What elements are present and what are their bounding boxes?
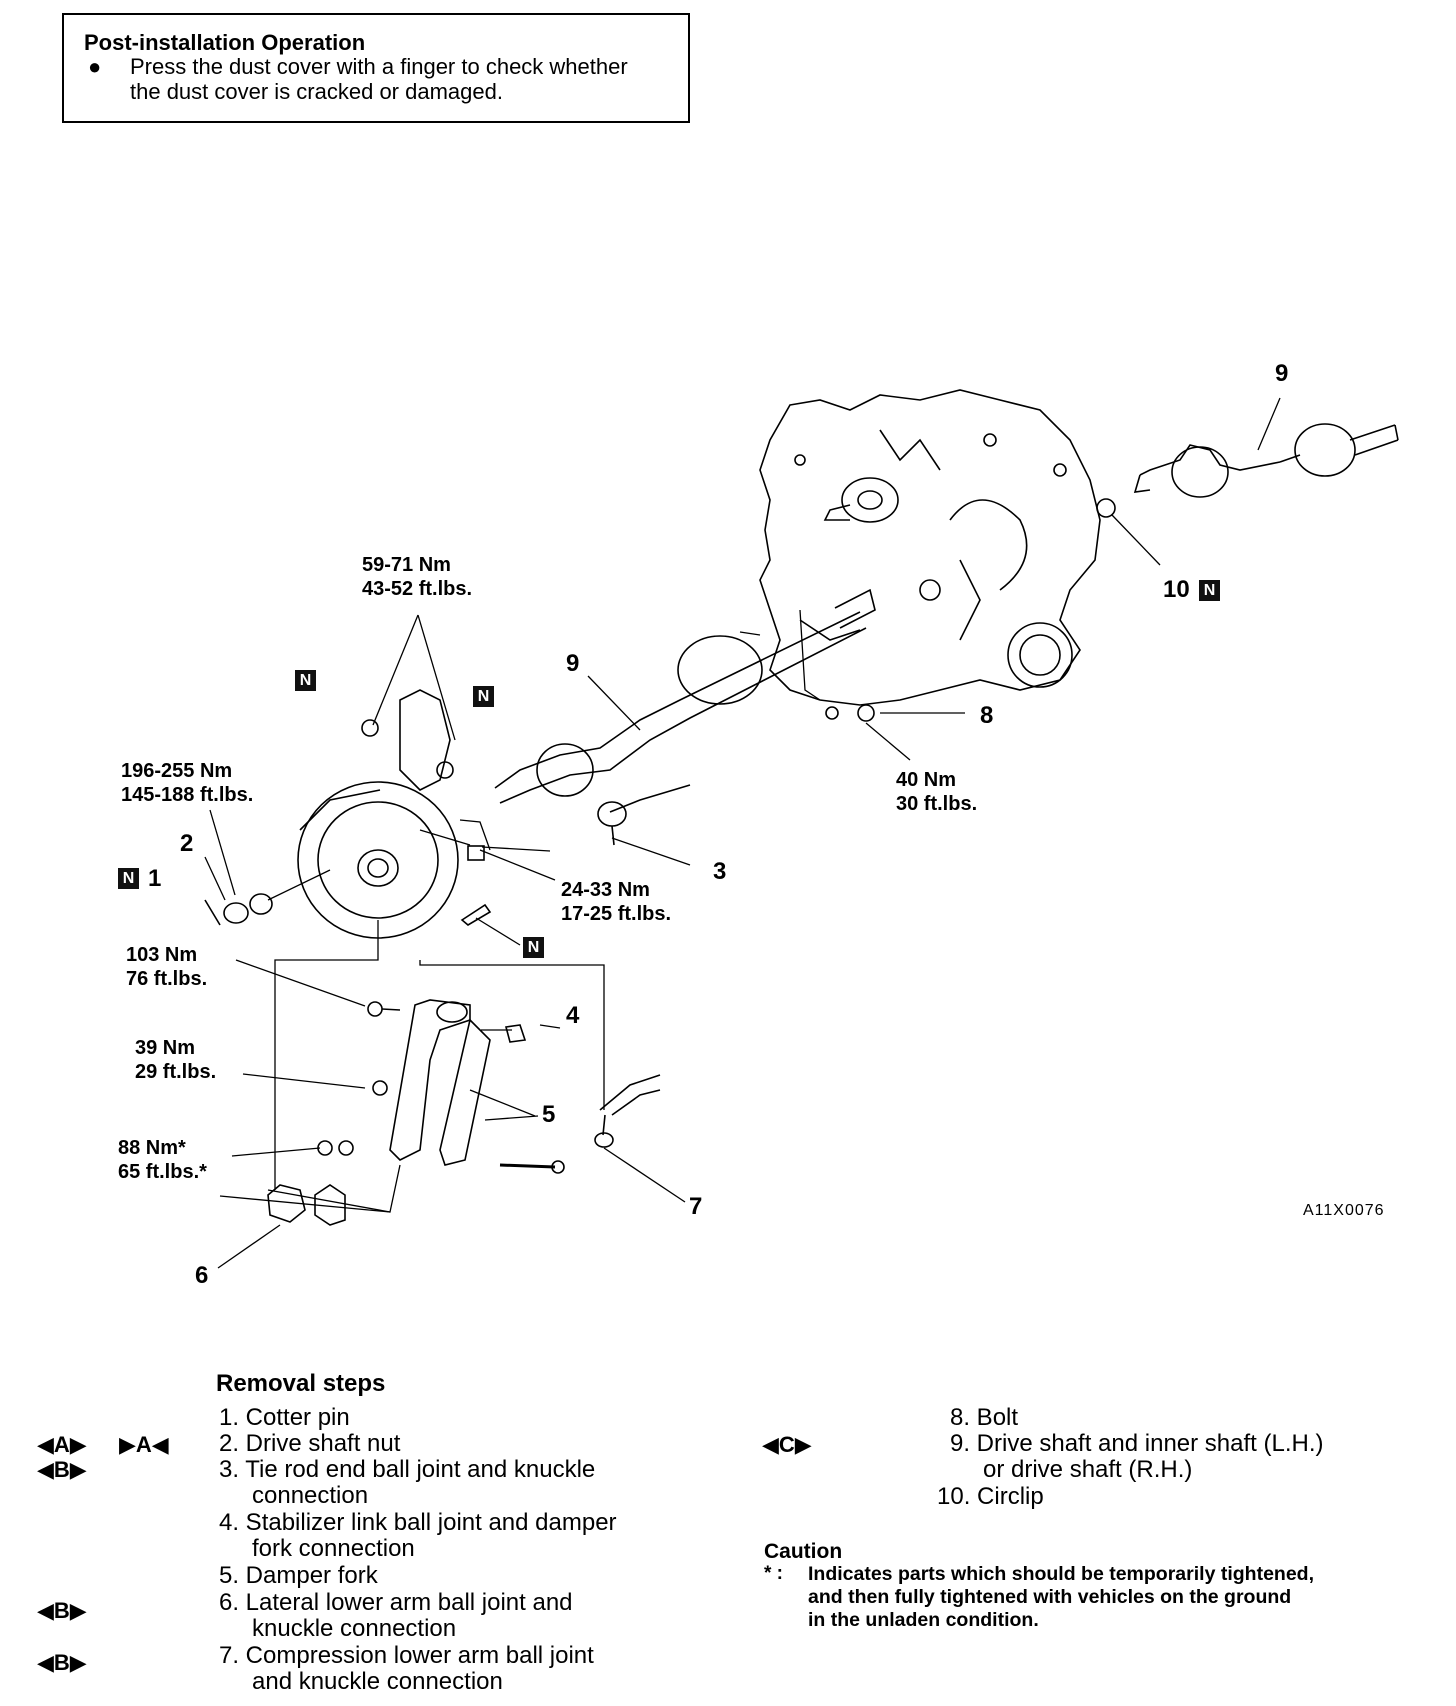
removal-steps-title: Removal steps bbox=[216, 1370, 386, 1397]
service-mark-b: ◀B▶ bbox=[37, 1650, 87, 1675]
torque-nm: 24-33 Nm bbox=[561, 879, 650, 901]
part-number-2: 2 bbox=[180, 830, 194, 857]
circlip bbox=[1096, 498, 1116, 518]
new-part-symbol: N bbox=[1199, 580, 1220, 601]
torque-callout-39-nm: 39 Nm 29 ft.lbs. bbox=[135, 1036, 216, 1084]
part-number-9-lower: 9 bbox=[566, 650, 580, 677]
note-line-1: Press the dust cover with a finger to ch… bbox=[130, 54, 628, 79]
new-part-symbol: N bbox=[473, 686, 494, 707]
removal-step-3: 3. Tie rod end ball joint and knuckle bbox=[219, 1456, 596, 1483]
caution-asterisk: * : bbox=[764, 1563, 783, 1584]
removal-step-6-cont: knuckle connection bbox=[252, 1615, 457, 1642]
caution-line-3: in the unladen condition. bbox=[808, 1609, 1039, 1631]
post-installation-note-box bbox=[62, 13, 690, 123]
torque-ftlbs: 76 ft.lbs. bbox=[126, 968, 208, 990]
compression-arm bbox=[599, 1074, 661, 1111]
lateral-arm-ball-joint bbox=[267, 1184, 306, 1223]
removal-step-5: 5. Damper fork bbox=[219, 1562, 378, 1589]
torque-callout-24-33-nm: 24-33 Nm 17-25 ft.lbs. bbox=[561, 878, 671, 926]
note-bullet: ● bbox=[88, 54, 102, 79]
removal-step-9-cont: or drive shaft (R.H.) bbox=[983, 1456, 1193, 1483]
part-number-3: 3 bbox=[713, 858, 727, 885]
part-number-5: 5 bbox=[542, 1101, 556, 1128]
brake-disc-hub bbox=[297, 781, 459, 939]
torque-callout-88-nm: 88 Nm* 65 ft.lbs.* bbox=[118, 1136, 207, 1184]
removal-step-7: 7. Compression lower arm ball joint bbox=[219, 1642, 594, 1669]
drive-shaft-nut bbox=[223, 902, 249, 924]
upper-drive-shaft bbox=[1133, 423, 1399, 498]
torque-nm: 103 Nm bbox=[126, 944, 198, 966]
knuckle-upper bbox=[399, 689, 451, 791]
service-mark-b: ◀B▶ bbox=[37, 1457, 87, 1482]
new-part-symbol: N bbox=[295, 670, 316, 691]
part-number-4: 4 bbox=[566, 1002, 580, 1029]
part-number-7: 7 bbox=[689, 1193, 703, 1220]
removal-step-3-cont: connection bbox=[252, 1482, 369, 1509]
torque-ftlbs: 65 ft.lbs.* bbox=[118, 1161, 207, 1183]
part-number-9-upper: 9 bbox=[1275, 360, 1289, 387]
service-mark-a-remove: ▶A◀ bbox=[119, 1432, 169, 1457]
torque-nm: 59-71 Nm bbox=[362, 554, 451, 576]
note-line-2: the dust cover is cracked or damaged. bbox=[130, 79, 503, 104]
torque-ftlbs: 30 ft.lbs. bbox=[896, 793, 978, 815]
removal-step-8: 8. Bolt bbox=[950, 1404, 1019, 1431]
part-number-6: 6 bbox=[195, 1262, 209, 1289]
caution-line-1: Indicates parts which should be temporar… bbox=[808, 1563, 1315, 1585]
removal-step-4-cont: fork connection bbox=[252, 1535, 415, 1562]
torque-nm: 88 Nm* bbox=[118, 1137, 186, 1159]
torque-callout-103-nm: 103 Nm 76 ft.lbs. bbox=[126, 943, 207, 991]
torque-ftlbs: 29 ft.lbs. bbox=[135, 1061, 217, 1083]
lower-drive-shaft bbox=[494, 588, 876, 804]
removal-step-1: 1. Cotter pin bbox=[219, 1404, 350, 1431]
service-mark-b: ◀B▶ bbox=[37, 1598, 87, 1623]
torque-callout-196-255-nm: 196-255 Nm 145-188 ft.lbs. bbox=[121, 759, 253, 807]
torque-nm: 40 Nm bbox=[896, 769, 957, 791]
part-number-10: 10 bbox=[1163, 576, 1190, 603]
removal-step-10: 10. Circlip bbox=[937, 1483, 1044, 1510]
transaxle-housing bbox=[759, 389, 1101, 706]
new-part-symbol: N bbox=[523, 937, 544, 958]
cotter-pin bbox=[204, 899, 221, 926]
removal-step-4: 4. Stabilizer link ball joint and damper bbox=[219, 1509, 617, 1536]
figure-code: A11X0076 bbox=[1303, 1202, 1385, 1219]
torque-ftlbs: 145-188 ft.lbs. bbox=[121, 784, 254, 806]
part-number-1: 1 bbox=[148, 865, 162, 892]
torque-nm: 196-255 Nm bbox=[121, 760, 233, 782]
caution-title: Caution bbox=[764, 1540, 843, 1563]
note-title: Post-installation Operation bbox=[84, 30, 366, 55]
damper-fork bbox=[389, 999, 491, 1166]
removal-step-6: 6. Lateral lower arm ball joint and bbox=[219, 1589, 573, 1616]
new-part-symbol: N bbox=[118, 868, 139, 889]
torque-nm: 39 Nm bbox=[135, 1037, 196, 1059]
tie-rod-end bbox=[609, 784, 691, 813]
removal-step-7-cont: and knuckle connection bbox=[252, 1668, 503, 1695]
service-mark-c: ◀C▶ bbox=[762, 1432, 812, 1457]
removal-step-2: 2. Drive shaft nut bbox=[219, 1430, 401, 1457]
service-mark-a-install: ◀A▶ bbox=[37, 1432, 87, 1457]
removal-step-9: 9. Drive shaft and inner shaft (L.H.) bbox=[950, 1430, 1324, 1457]
caution-line-2: and then fully tightened with vehicles o… bbox=[808, 1586, 1292, 1608]
torque-callout-40-nm: 40 Nm 30 ft.lbs. bbox=[896, 768, 977, 816]
torque-ftlbs: 43-52 ft.lbs. bbox=[362, 578, 473, 600]
torque-ftlbs: 17-25 ft.lbs. bbox=[561, 903, 672, 925]
part-number-8: 8 bbox=[980, 702, 994, 729]
torque-callout-59-71-nm: 59-71 Nm 43-52 ft.lbs. bbox=[362, 553, 472, 601]
